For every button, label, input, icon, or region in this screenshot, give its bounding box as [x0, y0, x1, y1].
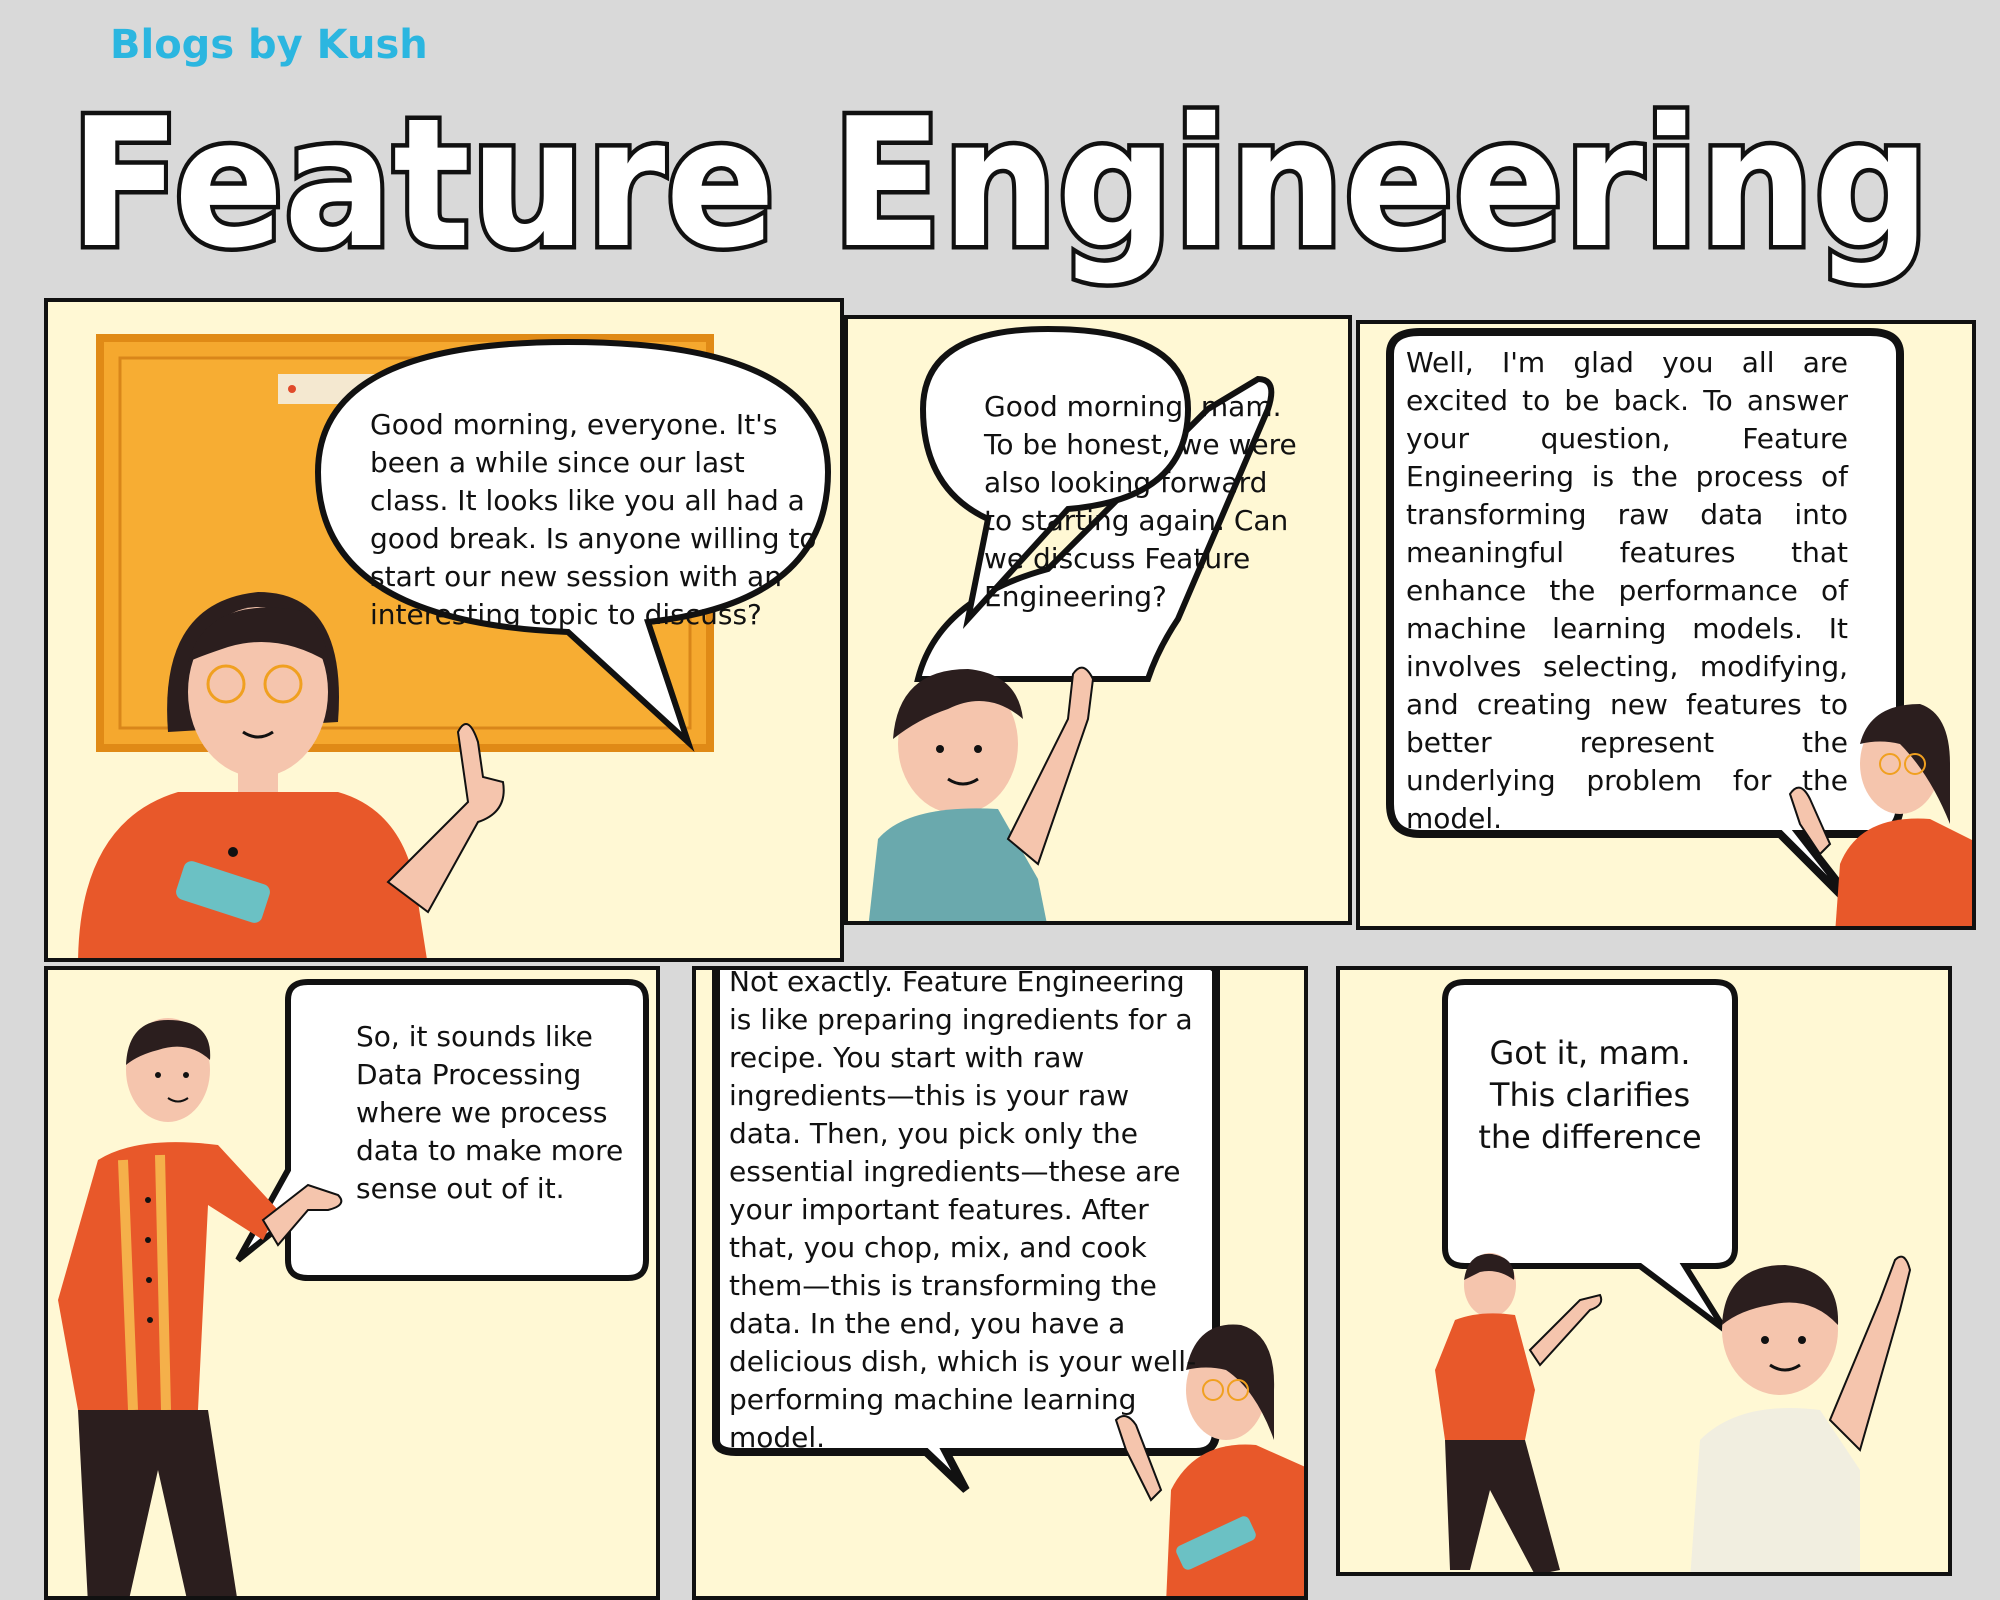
speech-bubble-4: So, it sounds like Data Processing where…: [356, 1020, 624, 1205]
teacher-figure: [712, 970, 1304, 1596]
page-title: Feature Engineering: [40, 70, 1960, 310]
student-figure: [868, 325, 1275, 921]
speech-bubble-6: Got it, mam. This clarifies the differen…: [1478, 1034, 1702, 1156]
comic-panel-5: Not exactly. Feature Engineering is like…: [692, 966, 1308, 1600]
comic-panel-6: Got it, mam. This clarifies the differen…: [1336, 966, 1952, 1576]
student-figure: [1435, 979, 1912, 1572]
comic-panel-4: So, it sounds like Data Processing where…: [44, 966, 660, 1600]
comic-panel-3: Well, I'm glad you all are excited to be…: [1356, 320, 1976, 930]
speech-bubble-5: Not exactly. Feature Engineering is like…: [729, 966, 1197, 1454]
brand-label: Blogs by Kush: [110, 22, 428, 68]
speech-bubble-2: Good morning, mam. To be honest, we were…: [984, 390, 1297, 613]
teacher-figure: [1386, 328, 1972, 926]
comic-panel-1: Good morning, everyone. It's been a whil…: [44, 298, 844, 962]
teacher-figure: [78, 334, 832, 958]
speech-bubble-1: Good morning, everyone. It's been a whil…: [370, 408, 817, 631]
student-figure: [58, 979, 649, 1596]
comic-panel-2: Good morning, mam. To be honest, we were…: [844, 315, 1352, 925]
page-title-text: Feature Engineering: [70, 80, 1930, 287]
speech-bubble-3: Well, I'm glad you all are excited to be…: [1406, 346, 1848, 835]
